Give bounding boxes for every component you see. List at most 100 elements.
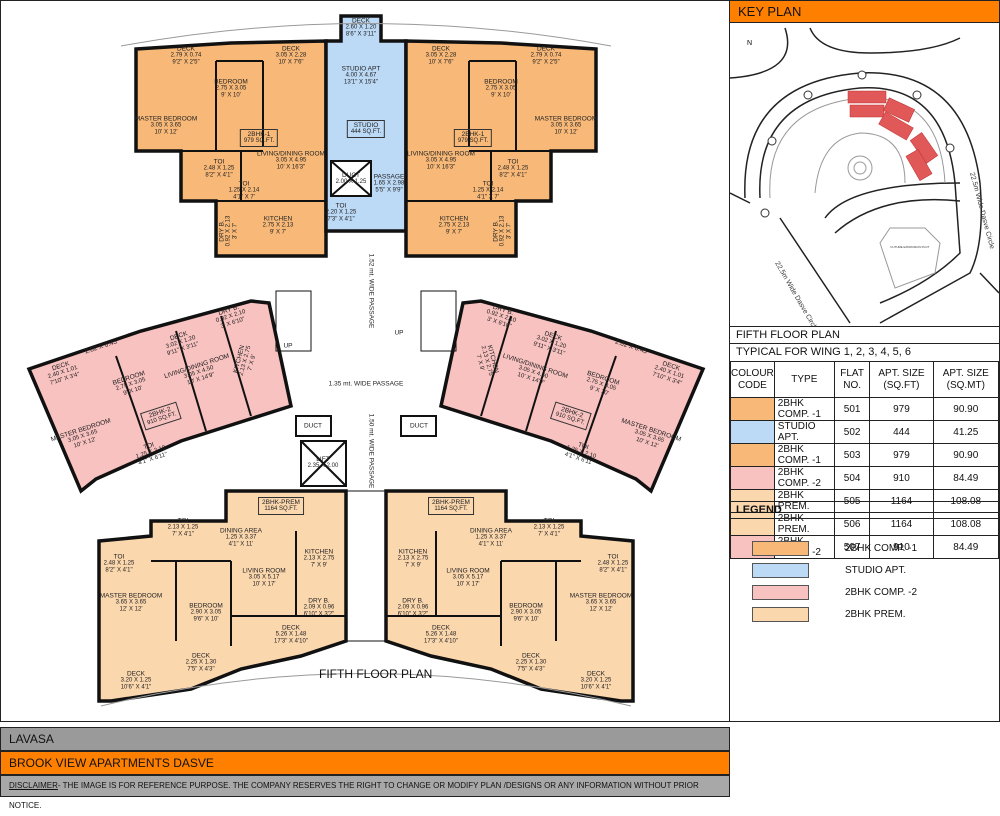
room-label: 1.50 mt. WIDE PASSAGE	[368, 414, 375, 489]
legend-label: 2BHK COMP. -2	[845, 587, 918, 598]
room-name: UP	[394, 329, 404, 337]
room-dimension: 3.05 X 5.17	[248, 574, 280, 581]
room-dimension: 8'2" X 4'1"	[499, 172, 527, 179]
room-name: DECK	[431, 45, 451, 53]
room-dimension: 2.35 X 2.00	[307, 463, 339, 469]
legend-swatch	[752, 585, 809, 600]
floor-label: FIFTH FLOOR PLAN	[730, 326, 999, 344]
room-name: LIVING ROOM	[446, 567, 490, 575]
cell-sqmt: 84.49	[932, 535, 1000, 559]
room-name: DUCT	[341, 172, 361, 179]
room-dimension: 10'6" X 4'1"	[120, 684, 152, 691]
room-name: BEDROOM	[484, 78, 518, 86]
room-name: 1.52 mt. WIDE PASSAGE	[367, 253, 375, 329]
room-name: KITCHEN	[263, 215, 293, 223]
cell-flat: 503	[833, 443, 871, 467]
room-name: TOI	[482, 180, 494, 188]
room-dimension: 2.79 X 0.74	[530, 52, 562, 59]
highlighted-wing	[847, 90, 939, 181]
room-dimension: 9'2" X 2'5"	[532, 59, 560, 66]
room-name: TOI	[607, 553, 619, 561]
room-dimension: 3.20 X 1.25	[120, 677, 152, 684]
room-dimension: 2.90 X 3.05	[190, 609, 222, 616]
room-name: BEDROOM	[214, 78, 248, 86]
room-dimension: 4'1" X 7'	[233, 194, 255, 201]
room-name: MASTER BEDROOM	[569, 592, 633, 600]
col-sqmt: APT. SIZE (SQ.MT)	[932, 361, 1000, 398]
room-dimension: 9'6" X 10'	[193, 616, 219, 623]
room-name: TOI	[507, 158, 519, 166]
room-name: STUDIO	[353, 122, 379, 129]
room-dimension: 979 SQ.FT.	[457, 138, 489, 144]
room-dimension: 9' X 10'	[491, 92, 511, 99]
room-dimension: 3.05 X 3.65	[550, 122, 582, 129]
room-dimension: 9' X 7'	[269, 229, 287, 236]
room-name: 2BHK-1	[247, 131, 271, 138]
room-dimension: 1.25 X 3.37	[225, 534, 257, 541]
cell-sqmt: 84.49	[932, 466, 1000, 490]
room-dimension: 2.75 X 2.13	[262, 222, 294, 229]
room-name: 2BHK-PREM	[432, 499, 470, 506]
room-name: DECK	[521, 652, 541, 660]
room-dimension: 2.79 X 0.74	[170, 52, 202, 59]
room-dimension: 444 SQ.FT.	[350, 129, 382, 135]
road-label-right: 22.5m Wide Dasve Circle	[968, 172, 995, 250]
col-colour-code: COLOUR CODE	[730, 361, 775, 398]
room-dimension: 9' X 10'	[221, 92, 241, 99]
room-dimension: 13'1" X 15'4"	[344, 79, 378, 86]
room-dimension: 7' X 4'1"	[172, 531, 194, 538]
cell-sqmt: 41.25	[932, 420, 1000, 444]
cell-type: STUDIO APT.	[773, 420, 835, 444]
room-dimension: 2.75 X 3.05	[215, 85, 247, 92]
room-name: DECK	[281, 624, 301, 632]
room-name: 1.35 mt. WIDE PASSAGE	[328, 380, 404, 388]
room-dimension: 7'5" X 4'3"	[187, 666, 215, 673]
room-name: BEDROOM	[189, 602, 223, 610]
room-dimension: 10' X 17'	[252, 581, 276, 588]
room-name: LIVING ROOM	[242, 567, 286, 575]
room-dimension: 9'2" X 2'5"	[172, 59, 200, 66]
room-dimension: 10' X 16'3"	[276, 164, 306, 171]
room-name: DECK	[536, 45, 556, 53]
cell-type: 2BHK COMP. -2	[773, 466, 835, 490]
colour-swatch	[730, 443, 775, 467]
room-dimension: 3.05 X 4.95	[275, 157, 307, 164]
room-label: UP	[283, 343, 292, 350]
room-dimension: 5.26 X 1.48	[425, 631, 457, 638]
room-name: DECK	[351, 17, 371, 25]
road-label-left: 22.5m Wide Dasve Circle	[773, 261, 819, 328]
room-name: MASTER BEDROOM	[534, 115, 598, 123]
room-dimension: 2.48 X 1.25	[203, 165, 235, 172]
room-name: UP	[283, 342, 293, 350]
unit-501	[134, 39, 328, 258]
room-name: DECK	[281, 45, 301, 53]
room-name: TOI	[213, 158, 225, 166]
room-dimension: 10' X 7'6"	[278, 59, 304, 66]
room-dimension: 2.00 X 1.25	[335, 179, 367, 185]
room-dimension: 2.13 X 1.25	[167, 524, 199, 531]
room-name: LIVING/DINING ROOM	[257, 150, 325, 158]
cell-sqft: 444	[869, 420, 934, 444]
room-dimension: 3.05 X 2.28	[275, 52, 307, 59]
room-dimension: 3.05 X 2.28	[425, 52, 457, 59]
legend-label: 2BHK PREM.	[845, 609, 906, 620]
legend-swatch	[752, 541, 809, 556]
room-label: 1.35 mt. WIDE PASSAGE	[329, 381, 404, 388]
room-dimension: 17'3" X 4'10"	[424, 638, 458, 645]
